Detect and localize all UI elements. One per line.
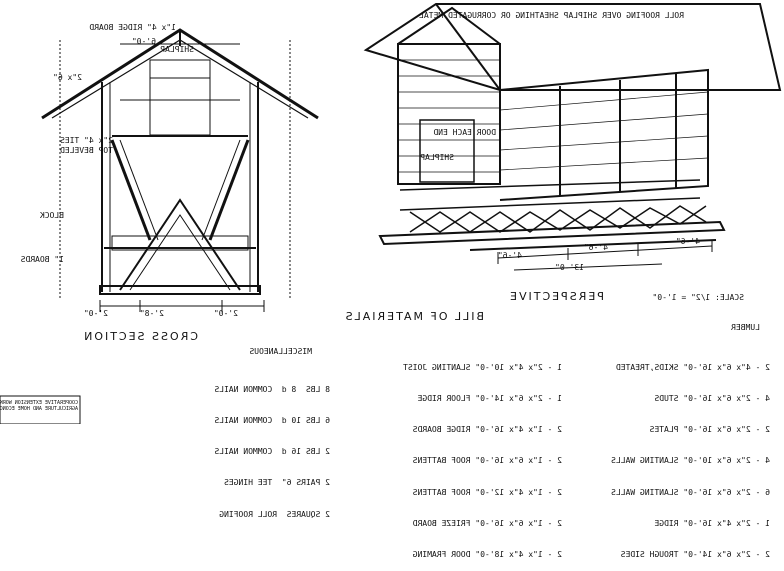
dim-bottom-2: 2'-8" [140,309,164,318]
boards-label: 1" BOARDS [20,255,64,264]
list-item: 1 - 2"x 4"x 16'-0" RIDGE [654,518,770,528]
persp-dim-3: 4'-6" [498,251,522,260]
list-item: 2 SQUARES ROLL ROOFING [219,509,330,519]
list-item: 4 - 2"x 6"x 16'-0" STUDS [654,394,770,404]
list-item: 2 - 1"x 4"x 12'-0" ROOF BATTENS [412,487,562,497]
list-item: 4 - 2"x 6"x 10'-0" SLANTING WALLS [611,456,770,466]
block-label: BLOCK [40,211,64,220]
dim-bottom-3: 2'-0" [214,309,238,318]
persp-dim-1: 4'-6" [676,237,700,246]
perspective-shiplap: SHIPLAP [420,153,454,162]
cross-section-title: CROSS SECTION [82,330,198,343]
list-item: 8 LBS 8 d COMMON NAILS [214,384,330,394]
top-dim-label: 6'-0" [132,37,156,46]
lumber-heading: LUMBER [731,323,760,332]
list-item: 2 - 2"x 6"x 16'-0" PLATES [649,425,770,435]
shiplap-label: SHIPLAP [160,45,194,54]
dim-bottom-1: 2'-0" [84,309,108,318]
bill-title: BILL OF MATERIALS [344,310,484,323]
extension-stamp: COOPERATIVE EXTENSION WORK IN AGRICULTUR… [0,400,78,412]
list-item: 2 - 1"x 4"x 16'-0" RIDGE BOARDS [412,425,562,435]
lumber-list-col2: 1 - 2"x 4"x 10'-0" SLANTING JOIST 1 - 2"… [362,342,562,571]
roofing-note-line1: ROLL ROOFING OVER SHIPLAP SHEATHING OR C… [419,11,684,20]
list-item: 2 - 1"x 6"x 16'-0" ROOF BATTENS [412,456,562,466]
drawing-sheet: 1"x 4" RIDGE BOARD SHIPLAP 6'-0" 2"x 6" … [0,3,782,424]
cross-section-drawing [41,28,319,312]
perspective-drawing [363,3,782,271]
scale-note: SCALE: 1/2" = 1'-0" [652,293,744,302]
misc-heading: MISCELLANEOUS [249,347,312,356]
list-item: 2 - 4"x 6"x 16'-0" SKIDS,TREATED [615,362,770,372]
list-item: 1 - 2"x 6"x 14'-0" FLOOR RIDGE [417,394,563,404]
list-item: 2 - 2"x 6"x 14'-0" TROUGH SIDES [620,550,770,560]
misc-list: 8 LBS 8 d COMMON NAILS 6 LBS 10 d COMMON… [180,364,330,531]
list-item: 6 - 2"x 6"x 16'-0" SLANTING WALLS [611,487,770,497]
list-item: 2 - 1"x 6"x 16'-0" FRIEZE BOARD [412,518,562,528]
ties-label: 2"x 4" TIES TOP BEVELED [60,136,113,156]
persp-dim-total: 13'-0" [555,263,584,272]
rafter-label: 2"x 6" [53,73,82,82]
ridge-board-label: 1"x 4" RIDGE BOARD [89,23,176,32]
lumber-list-col1: 2 - 4"x 6"x 16'-0" SKIDS,TREATED 4 - 2"x… [570,342,770,571]
list-item: 2 - 1"x 4"x 18'-0" DOOR FRAMING [412,550,562,560]
list-item: 2 LBS 16 d COMMON NAILS [214,447,330,457]
list-item: 6 LBS 10 d COMMON NAILS [214,416,330,426]
persp-dim-2: 4'-6" [584,243,608,252]
perspective-title: PERSPECTIVE [508,290,604,303]
door-note: DOOR EACH END [433,128,496,137]
list-item: 1 - 2"x 4"x 10'-0" SLANTING JOIST [403,362,562,372]
list-item: 2 PAIRS 6" TEE HINGES [224,478,330,488]
